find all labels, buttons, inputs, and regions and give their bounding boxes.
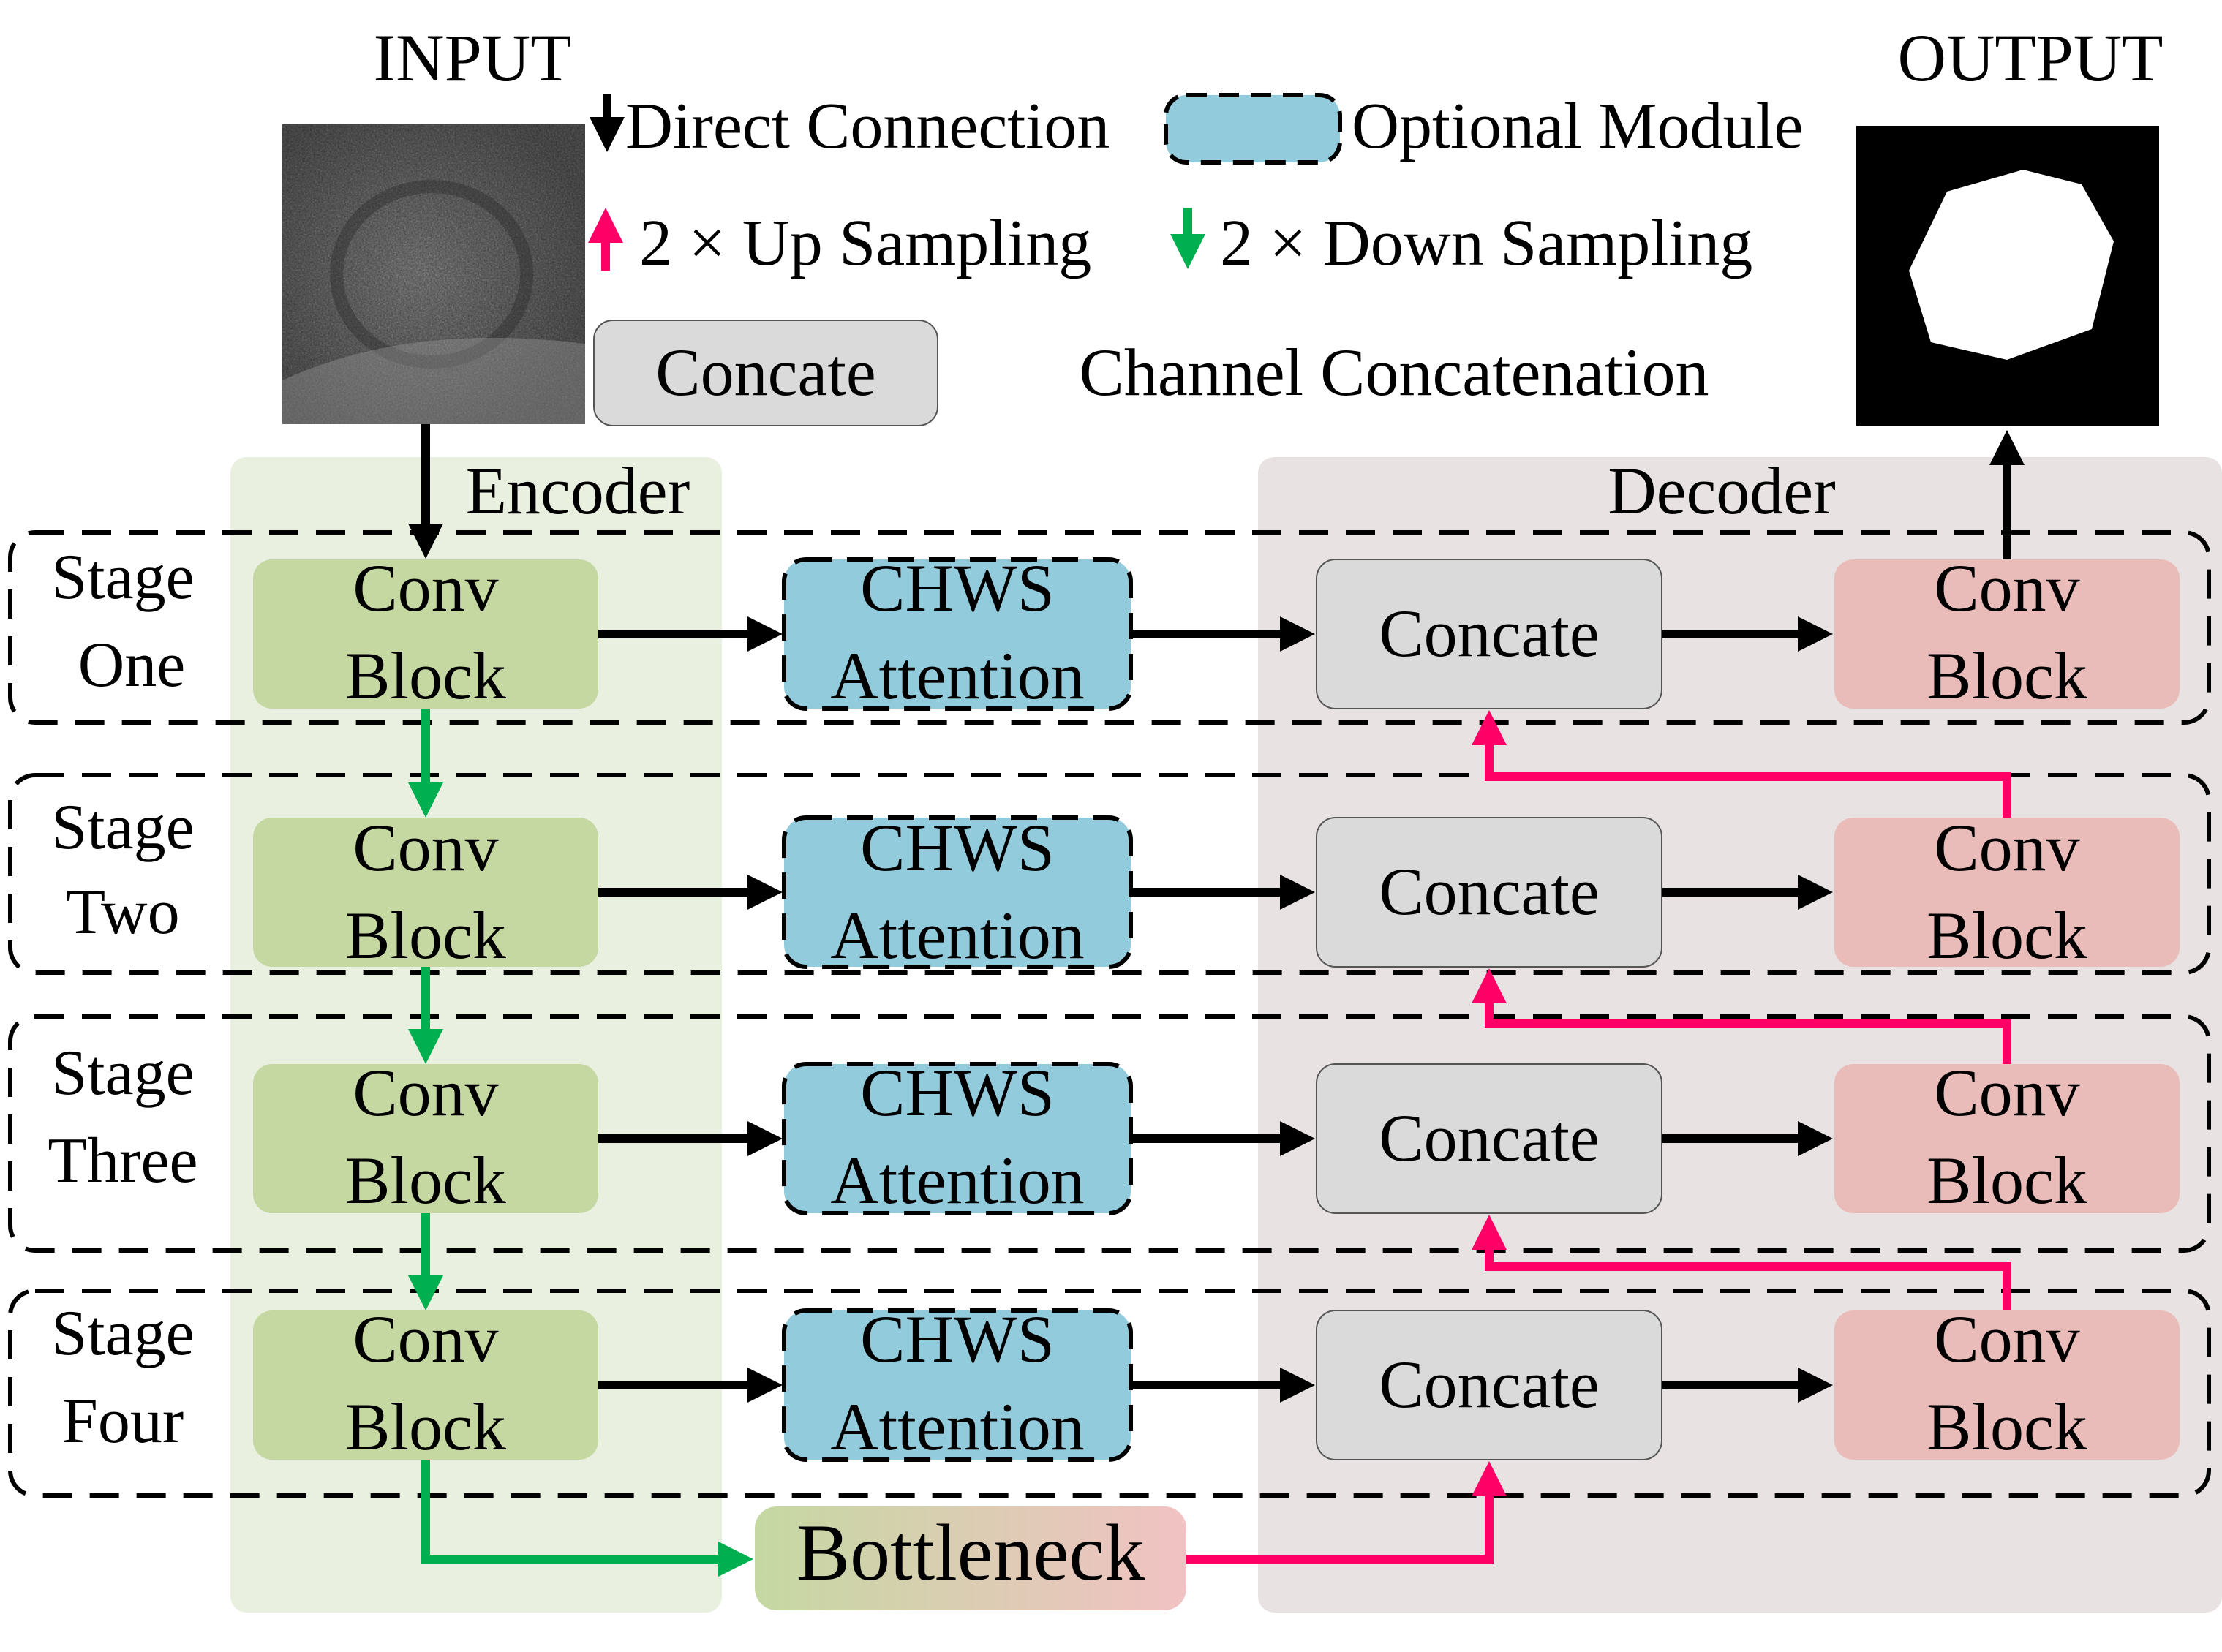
down-sampling-arrows <box>408 709 753 1577</box>
svg-text:Concate: Concate <box>655 335 875 410</box>
svg-text:Block: Block <box>1927 638 2087 713</box>
stage-three-label-line1: Stage <box>51 1038 195 1109</box>
decoder-conv-block-1: Conv Block <box>1834 551 2180 713</box>
decoder-concate-block-2: Concate <box>1316 817 1662 968</box>
svg-text:2 × Up Sampling: 2 × Up Sampling <box>639 207 1091 279</box>
decoder-conv-block-3: Conv Block <box>1834 1055 2180 1218</box>
svg-text:Block: Block <box>345 638 506 713</box>
direct-connection-arrows <box>408 424 2025 1403</box>
svg-text:Conv: Conv <box>1934 1055 2079 1130</box>
svg-text:Conv: Conv <box>1934 1302 2079 1376</box>
stage-three-label-line2: Three <box>48 1125 197 1196</box>
decoder-conv-block-2: Conv Block <box>1834 810 2180 973</box>
svg-text:Block: Block <box>345 1389 506 1464</box>
decoder-conv-block-4: Conv Block <box>1834 1302 2180 1464</box>
encoder-label: Encoder <box>466 453 690 528</box>
up-sampling-arrows <box>1186 710 2011 1564</box>
svg-text:Concate: Concate <box>1379 1101 1599 1175</box>
stage-one-label-line1: Stage <box>51 542 195 613</box>
chws-attention-block-3: CHWS Attention <box>782 1055 1133 1218</box>
stage-two-label-line1: Stage <box>51 792 195 863</box>
stage-two-frame <box>8 773 2211 975</box>
svg-text:CHWS: CHWS <box>860 551 1055 625</box>
svg-text:Conv: Conv <box>1934 810 2079 885</box>
chws-attention-block-2: CHWS Attention <box>782 810 1133 973</box>
output-mask-image <box>1856 126 2159 426</box>
svg-text:Attention: Attention <box>830 1143 1085 1218</box>
svg-text:Block: Block <box>345 1143 506 1218</box>
svg-text:Concate: Concate <box>1379 854 1599 929</box>
svg-text:Optional Module: Optional Module <box>1352 90 1803 162</box>
encoder-conv-block-1: Conv Block <box>253 551 598 713</box>
svg-text:Conv: Conv <box>353 810 498 885</box>
svg-text:Bottleneck: Bottleneck <box>796 1508 1145 1597</box>
legend-up-sampling: 2 × Up Sampling <box>588 207 1091 279</box>
input-title: INPUT <box>374 20 572 95</box>
svg-text:Block: Block <box>1927 898 2087 973</box>
input-ultrasound-image <box>282 124 585 424</box>
svg-text:Attention: Attention <box>830 638 1085 713</box>
svg-text:CHWS: CHWS <box>860 1302 1055 1376</box>
chws-attention-block-1: CHWS Attention <box>782 551 1133 713</box>
svg-text:Channel Concatenation: Channel Concatenation <box>1080 335 1709 410</box>
svg-text:Concate: Concate <box>1379 1347 1599 1422</box>
legend: Direct Connection Optional Module 2 × Up… <box>588 90 1803 426</box>
svg-text:Conv: Conv <box>1934 551 2079 625</box>
bottleneck-block: Bottleneck <box>755 1506 1186 1610</box>
encoder-conv-block-4: Conv Block <box>253 1302 598 1464</box>
legend-concat: Concate Channel Concatenation <box>593 320 1709 426</box>
svg-text:Conv: Conv <box>353 551 498 625</box>
stage-four-label-line1: Stage <box>51 1298 195 1369</box>
output-title: OUTPUT <box>1898 20 2163 95</box>
svg-text:CHWS: CHWS <box>860 810 1055 885</box>
svg-text:2 × Down Sampling: 2 × Down Sampling <box>1220 207 1752 279</box>
svg-text:Attention: Attention <box>830 898 1085 973</box>
decoder-concate-block-1: Concate <box>1316 559 1662 709</box>
svg-text:Block: Block <box>1927 1143 2087 1218</box>
legend-direct-connection: Direct Connection <box>590 90 1110 162</box>
stage-three-frame <box>8 1014 2211 1253</box>
stage-four-label-line2: Four <box>62 1386 184 1457</box>
encoder-conv-block-2: Conv Block <box>253 810 598 973</box>
svg-text:Concate: Concate <box>1379 596 1599 671</box>
chws-attention-block-4: CHWS Attention <box>782 1302 1133 1464</box>
svg-text:Block: Block <box>345 898 506 973</box>
encoder-conv-block-3: Conv Block <box>253 1055 598 1218</box>
decoder-concate-block-3: Concate <box>1316 1063 1662 1214</box>
svg-text:Conv: Conv <box>353 1302 498 1376</box>
svg-text:Block: Block <box>1927 1389 2087 1464</box>
stage-one-frame <box>8 530 2211 725</box>
legend-optional-module: Optional Module <box>1164 90 1803 165</box>
stage-two-label-line2: Two <box>66 877 179 948</box>
svg-text:Attention: Attention <box>830 1389 1085 1464</box>
svg-text:CHWS: CHWS <box>860 1055 1055 1130</box>
legend-down-sampling: 2 × Down Sampling <box>1170 207 1752 279</box>
svg-text:Direct Connection: Direct Connection <box>625 90 1110 162</box>
decoder-concate-block-4: Concate <box>1316 1310 1662 1460</box>
decoder-label: Decoder <box>1608 453 1836 528</box>
svg-text:Conv: Conv <box>353 1055 498 1130</box>
stage-one-label-line2: One <box>78 630 186 701</box>
stage-four-frame <box>8 1289 2211 1498</box>
